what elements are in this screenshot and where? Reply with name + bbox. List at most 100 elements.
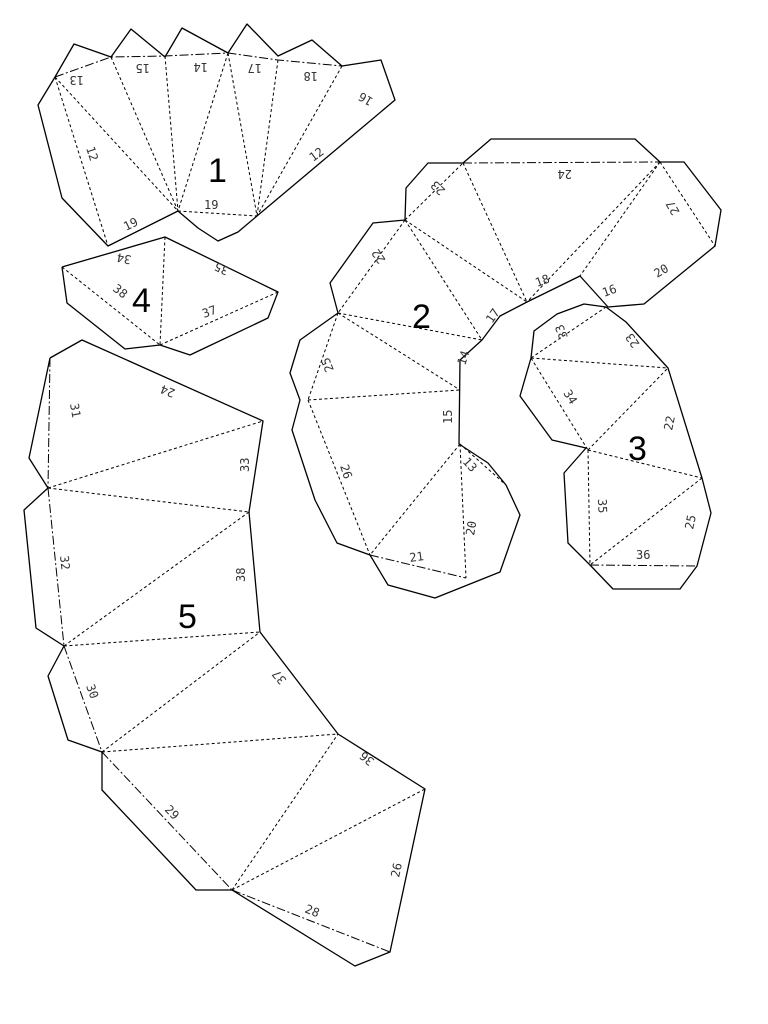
fold-line: [404, 162, 464, 221]
piece-2-outline: [289, 138, 722, 599]
piece-2: 24 23 27 22 18 16 20 17 14 25 15 26 13 2…: [289, 138, 722, 599]
fold-line: [307, 389, 461, 401]
fold-line: [231, 788, 426, 891]
piece-5-outline: [23, 339, 426, 967]
piece-1-edge-12-left: 12: [83, 145, 101, 163]
fold-line: [101, 733, 339, 753]
fold-line: [177, 52, 229, 212]
piece-5-edge-38: 38: [234, 568, 248, 582]
piece-1-edge-19-left: 19: [121, 215, 140, 234]
piece-1-number: 1: [208, 152, 227, 190]
fold-line: [337, 312, 461, 391]
piece-2-edge-20-top: 20: [652, 261, 672, 280]
piece-4-edge-37: 37: [200, 303, 218, 321]
piece-1-edge-14: 14: [194, 60, 208, 74]
piece-3-edge-35: 35: [595, 499, 609, 514]
piece-5-edge-28: 28: [303, 902, 322, 920]
piece-3-edge-23: 23: [623, 330, 643, 350]
fold-line: [159, 291, 279, 346]
piece-3-edge-25: 25: [682, 514, 699, 531]
fold-line: [526, 161, 661, 303]
piece-4-outline: [61, 236, 279, 356]
glue-edge-line: [47, 487, 65, 647]
piece-5-edge-33: 33: [238, 458, 252, 472]
piece-5-edge-24: 24: [158, 382, 177, 400]
piece-5-edge-30: 30: [83, 682, 101, 700]
piece-2-edge-25: 25: [318, 355, 336, 374]
fold-line: [159, 236, 166, 346]
fold-line: [47, 420, 264, 489]
fold-line: [54, 76, 109, 247]
piece-3-outline: [519, 303, 712, 590]
fold-line: [337, 312, 483, 341]
piece-3: 33 23 34 22 35 25 36 3: [519, 303, 712, 590]
piece-5-edge-37: 37: [269, 667, 289, 687]
fold-line: [227, 52, 258, 217]
fold-line: [231, 733, 339, 891]
fold-line: [110, 56, 179, 212]
piece-3-edge-36: 36: [636, 548, 650, 562]
fold-line: [101, 631, 261, 753]
glue-edge-line: [462, 161, 661, 164]
fold-line: [589, 477, 703, 566]
piece-5: 24 31 33 32 38 30 37 36 29 26 28 5: [23, 339, 426, 967]
piece-4: 34 35 38 37 4: [61, 236, 279, 356]
piece-1-edge-16: 16: [356, 89, 376, 108]
fold-line: [63, 511, 250, 647]
fold-line: [164, 55, 179, 212]
piece-4-edge-35: 35: [212, 259, 231, 278]
glue-edge-line: [47, 357, 51, 489]
piece-2-edge-14: 14: [455, 349, 473, 367]
glue-edge-line: [369, 554, 467, 579]
piece-2-edge-26: 26: [337, 463, 355, 481]
piece-1-glue-top: [54, 52, 343, 78]
piece-1-edge-17: 17: [248, 61, 262, 75]
fold-line: [462, 162, 528, 303]
fold-line: [256, 59, 279, 217]
piece-2-edge-18: 18: [533, 272, 551, 290]
fold-line: [404, 219, 528, 303]
fold-line: [256, 65, 343, 217]
fold-line: [459, 443, 507, 486]
piece-2-edge-16: 16: [600, 282, 618, 300]
piece-1-edge-13: 13: [70, 73, 84, 87]
piece-2-edge-27: 27: [663, 198, 682, 218]
piece-1-edge-19-bottom: 19: [204, 198, 218, 212]
piece-2-edge-13: 13: [460, 455, 480, 475]
piece-3-edge-33: 33: [552, 322, 570, 341]
piece-5-edge-32: 32: [57, 555, 72, 571]
glue-edge-line: [101, 751, 233, 891]
fold-line: [61, 266, 161, 346]
piece-1: 13 15 14 17 18 16 12 12 19 19 1: [37, 23, 396, 247]
piece-5-edge-36: 36: [357, 748, 377, 768]
glue-edge-line: [231, 889, 391, 953]
piece-2-edge-17: 17: [483, 306, 503, 326]
piece-5-edge-31: 31: [67, 402, 83, 419]
glue-edge-line: [63, 645, 103, 753]
piece-2-edge-21: 21: [408, 549, 424, 565]
piece-1-edge-15: 15: [136, 61, 150, 75]
piece-4-number: 4: [132, 282, 151, 320]
fold-line: [369, 443, 461, 556]
piece-2-edge-24: 24: [558, 167, 572, 181]
fold-line: [47, 487, 250, 513]
piece-4-edge-34: 34: [116, 250, 133, 267]
fold-line: [404, 219, 483, 341]
piece-5-edge-29: 29: [162, 802, 182, 822]
piece-4-edge-38: 38: [110, 281, 130, 301]
fold-line: [530, 306, 607, 359]
piece-2-edge-15: 15: [441, 410, 455, 424]
piece-5-edge-26: 26: [388, 862, 405, 879]
piece-1-outline: [37, 23, 396, 247]
piece-1-edge-12-right: 12: [307, 145, 327, 165]
fold-line: [587, 449, 591, 566]
piece-2-number: 2: [412, 298, 431, 336]
fold-line: [337, 219, 406, 314]
piece-5-number: 5: [178, 598, 197, 636]
fold-line: [63, 631, 261, 647]
fold-line: [307, 399, 371, 556]
piece-2-edge-20-bottom: 20: [463, 520, 479, 537]
piece-2-edge-22: 22: [369, 246, 389, 266]
fold-line: [579, 161, 661, 277]
